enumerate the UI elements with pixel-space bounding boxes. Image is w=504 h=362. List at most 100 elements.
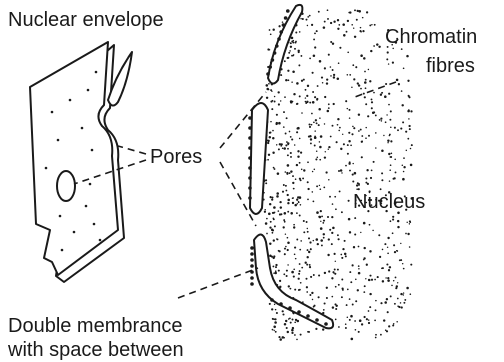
chromatin-dot xyxy=(374,320,376,322)
chromatin-dot xyxy=(382,249,384,251)
chromatin-dot xyxy=(371,24,372,25)
ribosome-dot xyxy=(248,166,252,170)
chromatin-dot xyxy=(324,123,325,124)
chromatin-dot xyxy=(342,23,345,26)
chromatin-dot xyxy=(292,42,294,44)
chromatin-dot xyxy=(324,67,326,69)
chromatin-dot xyxy=(294,247,296,249)
chromatin-dot xyxy=(378,46,380,48)
chromatin-dot xyxy=(374,279,376,281)
chromatin-dot xyxy=(271,229,274,232)
chromatin-dot xyxy=(290,170,292,172)
chromatin-dot xyxy=(401,104,403,106)
chromatin-dot xyxy=(381,120,383,122)
chromatin-dot xyxy=(410,264,412,266)
chromatin-dot xyxy=(354,172,357,175)
chromatin-dot xyxy=(271,308,273,310)
chromatin-dot xyxy=(349,231,351,233)
chromatin-dot xyxy=(351,133,353,135)
chromatin-dot xyxy=(270,132,272,134)
chromatin-dot xyxy=(301,80,303,82)
chromatin-dot xyxy=(351,86,353,88)
chromatin-dot xyxy=(276,192,279,195)
chromatin-dot xyxy=(367,115,369,117)
chromatin-dot xyxy=(331,296,333,298)
chromatin-dot xyxy=(358,10,361,13)
chromatin-dot xyxy=(334,269,336,271)
chromatin-dot xyxy=(292,202,294,204)
chromatin-dot xyxy=(298,273,300,275)
chromatin-dot xyxy=(373,45,375,47)
chromatin-dot xyxy=(410,110,412,112)
chromatin-dot xyxy=(318,274,320,276)
chromatin-dot xyxy=(403,268,405,270)
chromatin-dot xyxy=(307,331,309,333)
chromatin-dot xyxy=(337,19,339,21)
chromatin-dot xyxy=(269,203,271,205)
chromatin-dot xyxy=(330,136,332,138)
chromatin-dot xyxy=(387,51,389,53)
chromatin-dot xyxy=(326,78,328,80)
chromatin-dot xyxy=(273,167,275,169)
chromatin-dot xyxy=(274,96,276,98)
chromatin-dot xyxy=(388,93,390,95)
chromatin-dot xyxy=(356,19,358,21)
chromatin-dot xyxy=(347,108,348,109)
chromatin-dot xyxy=(348,200,350,202)
chromatin-dot xyxy=(270,196,272,198)
chromatin-dot xyxy=(285,79,287,81)
chromatin-dot xyxy=(272,265,274,267)
chromatin-dot xyxy=(313,306,315,308)
chromatin-dot xyxy=(366,264,368,266)
chromatin-dot xyxy=(396,321,398,323)
chromatin-dot xyxy=(298,64,300,66)
chromatin-dot xyxy=(307,181,309,183)
chromatin-dot xyxy=(272,100,274,102)
chromatin-dot xyxy=(328,107,330,109)
chromatin-dot xyxy=(369,250,371,252)
ribosome-dot xyxy=(248,176,252,180)
chromatin-dot xyxy=(278,25,280,27)
chromatin-dot xyxy=(341,279,343,281)
chromatin-dot xyxy=(348,12,350,14)
chromatin-dot xyxy=(299,178,301,180)
chromatin-dot xyxy=(271,198,273,200)
chromatin-dot xyxy=(318,108,321,111)
chromatin-dot xyxy=(275,264,277,266)
chromatin-dot xyxy=(289,288,291,290)
chromatin-dot xyxy=(371,101,373,103)
chromatin-dot xyxy=(387,311,389,313)
chromatin-dot xyxy=(294,204,297,207)
chromatin-dot xyxy=(314,46,316,48)
chromatin-dot xyxy=(410,148,412,150)
chromatin-dot xyxy=(287,144,289,146)
chromatin-dot xyxy=(319,117,321,119)
chromatin-dot xyxy=(278,91,280,93)
chromatin-dot xyxy=(310,142,312,144)
chromatin-dot xyxy=(393,244,395,246)
chromatin-dot xyxy=(272,28,274,30)
chromatin-dot xyxy=(335,308,337,310)
chromatin-dot xyxy=(406,222,407,223)
chromatin-dot xyxy=(387,247,388,248)
ribosome-dot xyxy=(248,156,252,160)
chromatin-dot xyxy=(282,21,284,23)
ribosome-dot xyxy=(286,9,290,13)
chromatin-dot xyxy=(284,171,286,173)
chromatin-dot xyxy=(385,121,387,123)
chromatin-dot xyxy=(409,246,411,248)
chromatin-dot xyxy=(325,151,326,152)
chromatin-dot xyxy=(290,156,292,158)
chromatin-dot xyxy=(284,221,286,223)
chromatin-dot xyxy=(318,11,320,13)
chromatin-dot xyxy=(361,156,363,158)
chromatin-dot xyxy=(352,304,354,306)
chromatin-dot xyxy=(365,103,367,105)
chromatin-dot xyxy=(309,266,311,268)
chromatin-dot xyxy=(275,266,277,268)
chromatin-dot xyxy=(363,222,366,225)
chromatin-dot xyxy=(291,138,293,140)
chromatin-dot xyxy=(307,256,309,258)
chromatin-dot xyxy=(361,135,363,137)
chromatin-dot xyxy=(299,215,301,217)
